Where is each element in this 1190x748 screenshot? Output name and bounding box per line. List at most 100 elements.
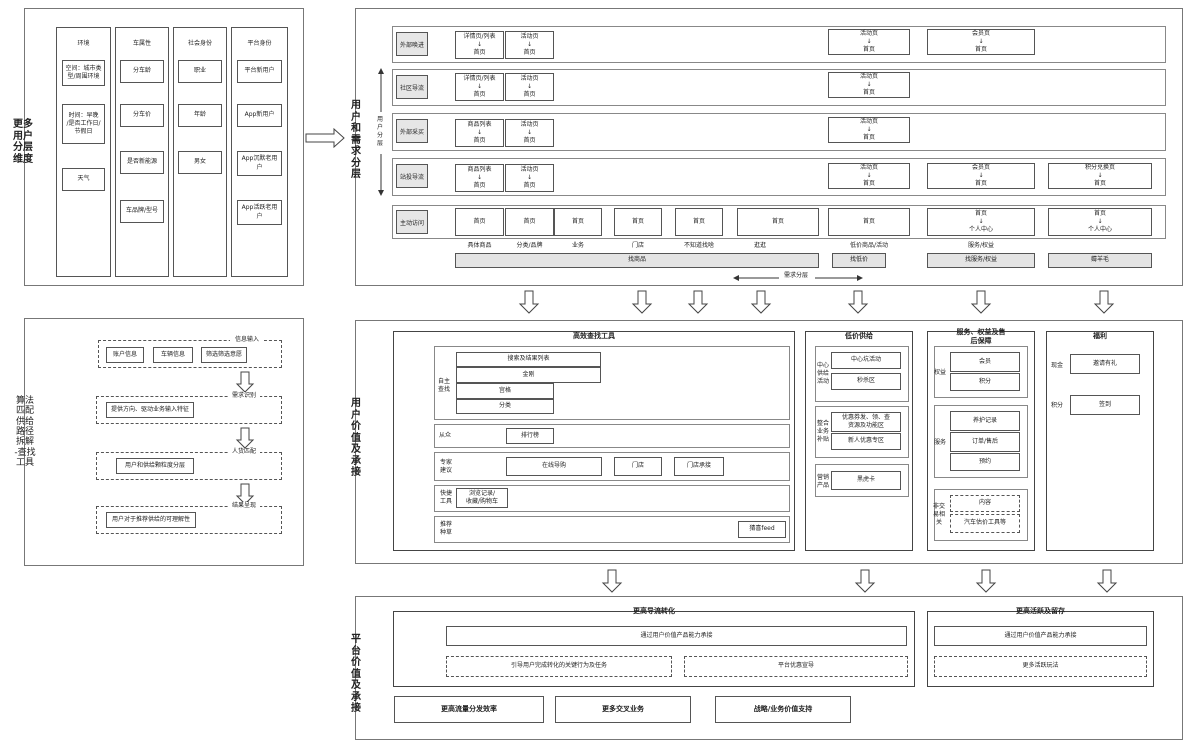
algorithm-title: 算法 匹配 供给 路径 拆解 -查找 工具 (14, 396, 36, 469)
demand-footer: 找低价 (832, 253, 886, 268)
demand-label: 分类/品牌 (516, 242, 543, 249)
arrow-down-icon (687, 290, 709, 314)
result-item: 用户对于推荐供给的可理解性 (106, 512, 196, 528)
demand-label: 服务/权益 (967, 242, 995, 249)
flow-cell: 活动页 ↓ 首页 (828, 72, 910, 98)
dimension-item: 是否新能源 (120, 151, 164, 174)
tool-item: 分类 (456, 399, 554, 414)
row-label: 从众 (438, 432, 451, 439)
crowd-row (434, 424, 790, 448)
platform-value-box: 战略/业务价值支持 (715, 696, 851, 723)
group-label: 结果呈现 (228, 502, 260, 511)
flow-cell: 商品列表 ↓ 首页 (455, 164, 504, 192)
flow-cell: 首页 (505, 208, 554, 236)
recommend-row (434, 516, 790, 543)
demand-label: 低价商品/活动 (849, 242, 889, 249)
lowprice-item: 新人优惠专区 (831, 433, 901, 450)
service-item: 养护记录 (950, 411, 1020, 431)
platform-value-box: 更高流量分发效率 (394, 696, 544, 723)
arrow-down-icon (631, 290, 653, 314)
group-label: 现金 (1050, 362, 1063, 369)
demand-label: 门店 (631, 242, 644, 249)
dimension-item: 天气 (62, 168, 105, 191)
dimension-item: App沉默老用 户 (237, 151, 282, 176)
flow-cell: 首页 (614, 208, 662, 236)
flow-cell: 首页 (828, 208, 910, 236)
section2-title: 用 户 价 值 及 承 接 (351, 398, 361, 478)
demand-label: 具体商品 (467, 242, 492, 249)
arrow-right-icon (305, 127, 345, 149)
dimension-item: App新用户 (237, 104, 282, 127)
double-arrow-icon (733, 275, 863, 281)
retention-title: 更高活跃及留存 (1016, 607, 1065, 615)
flow-cell: 首页 (675, 208, 723, 236)
flow-cell: 活动页 ↓ 首页 (505, 31, 554, 59)
row-label: 专家 建议 (439, 459, 452, 475)
service-item: 预约 (950, 453, 1020, 471)
dimension-item: 空间：城市类 型/周围环境 (62, 60, 105, 86)
welfare-item: 签到 (1070, 395, 1140, 415)
info-item: 筛选筛选意愿 (201, 347, 247, 363)
platform-value-box: 更多交叉业务 (555, 696, 691, 723)
lowprice-item: 秒杀区 (831, 373, 901, 390)
dimension-column-title: 社会身份 (187, 40, 212, 47)
conversion-main: 通过用户价值产品能力承接 (446, 626, 907, 646)
dimension-item: 分车价 (120, 104, 164, 127)
demand-label: 不知道找啥 (683, 242, 714, 249)
flow-cell: 详情页/列表 ↓ 首页 (455, 73, 504, 101)
flow-cell: 详情页/列表 ↓ 首页 (455, 31, 504, 59)
section1-title: 用 户 和 需 求 分 层 (351, 100, 361, 180)
search-tool-title: 高效查找工具 (573, 332, 615, 340)
arrow-down-icon (601, 569, 623, 593)
flow-cell: 活动页 ↓ 首页 (828, 163, 910, 189)
group-label: 需求识别 (228, 392, 260, 401)
info-item: 账户信息 (106, 347, 144, 363)
conversion-dashed: 引导用户完成转化的关键行为及任务 (446, 656, 672, 677)
row-label: 快捷 工具 (439, 490, 452, 506)
dimension-item: 分车龄 (120, 60, 164, 83)
group-label: 人货匹配 (228, 448, 260, 457)
row-tag: 外部采买 (396, 119, 428, 143)
tool-item: 门店 (614, 457, 662, 476)
need-recognition-group (96, 396, 282, 424)
group-label: 非交 易相 关 (932, 503, 945, 527)
dimension-column-title: 平台身份 (247, 40, 272, 47)
service-item: 内容 (950, 495, 1020, 512)
flow-cell: 活动页 ↓ 首页 (505, 164, 554, 192)
flow-cell: 活动页 ↓ 首页 (828, 29, 910, 55)
row-tag: 主动访问 (396, 210, 428, 234)
tool-item: 猜喜feed (738, 521, 786, 538)
service-item: 积分 (950, 373, 1020, 391)
flow-cell: 活动页 ↓ 首页 (828, 117, 910, 143)
tool-item: 在线导购 (506, 457, 602, 476)
info-item: 车辆信息 (153, 347, 193, 363)
conversion-dashed: 平台优惠宣导 (684, 656, 908, 677)
flow-cell: 活动页 ↓ 首页 (505, 119, 554, 147)
flow-cell: 会员页 ↓ 首页 (927, 163, 1035, 189)
user-dimension-title: 更多 用户 分层 维度 (13, 119, 33, 165)
group-label: 服务 (934, 439, 947, 446)
arrow-down-icon (854, 569, 876, 593)
user-layer-label: 用 户 分 层 (376, 116, 383, 148)
demand-footer: 找服务/权益 (927, 253, 1035, 268)
welfare-item: 邀请有礼 (1070, 354, 1140, 374)
lowprice-title: 低价供给 (845, 332, 873, 340)
row-tag: 社区导流 (396, 75, 428, 99)
dimension-column-title: 环境 (77, 40, 90, 47)
retention-main: 通过用户价值产品能力承接 (934, 626, 1147, 646)
dimension-item: 车品牌/型号 (120, 200, 164, 223)
tool-item: 浏览记录/ 收藏/购物车 (456, 488, 508, 508)
conversion-title: 更高导流转化 (633, 607, 675, 615)
expert-row (434, 452, 790, 481)
row-label: 推荐 种草 (439, 521, 452, 537)
tool-item: 宫格 (456, 383, 554, 399)
flow-cell: 商品列表 ↓ 首页 (455, 119, 504, 147)
dimension-item: 平台新用户 (237, 60, 282, 83)
arrow-down-icon (750, 290, 772, 314)
arrow-down-icon (1093, 290, 1115, 314)
dimension-column-title: 车属性 (132, 40, 151, 47)
demand-label: 业务 (571, 242, 584, 249)
lowprice-item: 中心坑活动 (831, 352, 901, 369)
matching-group (96, 452, 282, 480)
group-label: 信息输入 (230, 336, 264, 345)
